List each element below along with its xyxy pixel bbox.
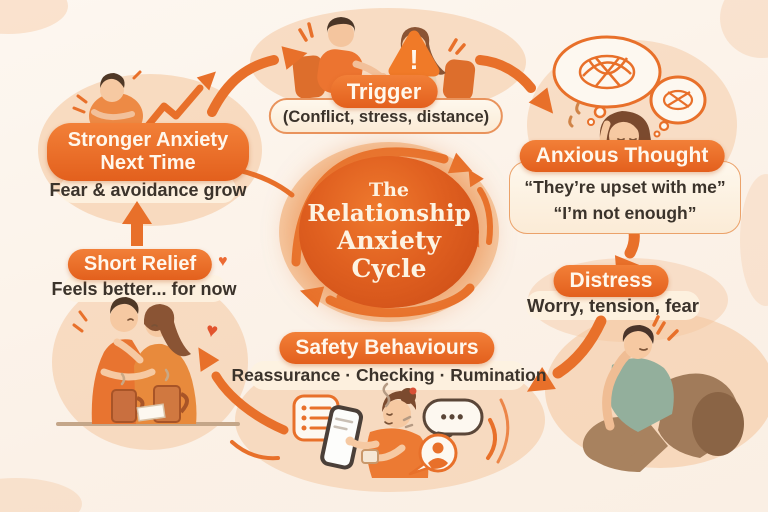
arrow-relief-to-stronger xyxy=(122,201,152,246)
cycle-title-prefix: The xyxy=(368,179,410,202)
stage-badge-safety-behaviours: Safety Behaviours xyxy=(279,332,495,365)
arrow-trigger-to-anxious xyxy=(475,55,554,114)
person-bubble-icon xyxy=(408,433,458,476)
distress-sublabel: Worry, tension, fear xyxy=(526,295,700,316)
heart-icon: ♥ xyxy=(218,253,228,270)
stage-badge-stronger-anxiety: Stronger Anxiety Next Time xyxy=(47,123,249,181)
cycle-title-circle: The Relationship Anxiety Cycle xyxy=(299,156,479,308)
anxious-thought-quote1: “They’re upset with me” xyxy=(524,177,726,197)
cup-icon xyxy=(361,449,379,464)
stage-badge-anxious-thought: Anxious Thought xyxy=(519,140,725,173)
sublabel-backplates xyxy=(60,176,700,390)
decorative-swooshes xyxy=(230,398,510,464)
svg-text:•••: ••• xyxy=(441,407,466,427)
trigger-sublabel: (Conflict, stress, distance) xyxy=(282,108,490,126)
cycle-title-line1: Relationship xyxy=(307,200,471,228)
safety-behaviours-illustration: ••• xyxy=(230,382,510,478)
growth-arrow-icon xyxy=(142,71,216,132)
scribble-small-icon xyxy=(662,89,694,111)
cycle-title-line2: Anxiety xyxy=(337,225,441,255)
stronger-anxiety-sublabel: Fear & avoidance grow xyxy=(49,180,247,200)
scribble-icon xyxy=(578,54,636,90)
sweat-drops xyxy=(568,102,581,128)
safety-behaviours-sublabel: Reassurance · Checking · Rumination xyxy=(231,365,547,385)
short-relief-illustration: ♥ ♥ xyxy=(56,253,240,426)
joy-accents xyxy=(72,310,88,333)
person-icon xyxy=(432,442,444,454)
phone-icon xyxy=(320,405,364,470)
stronger-anxiety-label-line2: Next Time xyxy=(100,152,196,174)
anxious-thought-quote2: “I’m not enough” xyxy=(553,203,697,224)
warning-icon: ! xyxy=(388,30,440,77)
stage-badge-distress: Distress xyxy=(553,265,669,298)
svg-text:!: ! xyxy=(409,44,418,75)
cycle-title-line3: Cycle xyxy=(351,253,427,283)
arrow-distress-to-safety xyxy=(526,315,607,392)
pointing-arm xyxy=(352,60,384,80)
anxious-thought-quote-box: “They’re upset with me” “I’m not enough” xyxy=(509,161,741,234)
note-icon xyxy=(136,403,166,422)
stage-badge-trigger: Trigger xyxy=(330,75,438,109)
short-relief-sublabel: Feels better... for now xyxy=(51,279,237,299)
arrow-stronger-to-trigger xyxy=(207,46,308,117)
distress-illustration xyxy=(582,315,744,472)
stress-accents xyxy=(652,315,679,341)
heart-icon: ♥ xyxy=(204,319,220,343)
tension-accents xyxy=(298,22,466,55)
worry-accents xyxy=(72,70,142,114)
stronger-anxiety-label-line1: Stronger Anxiety xyxy=(67,129,229,151)
arrow-safety-to-relief xyxy=(198,347,289,435)
steam-squiggle xyxy=(382,382,391,408)
stage-badge-short-relief: Short Relief xyxy=(67,249,213,280)
